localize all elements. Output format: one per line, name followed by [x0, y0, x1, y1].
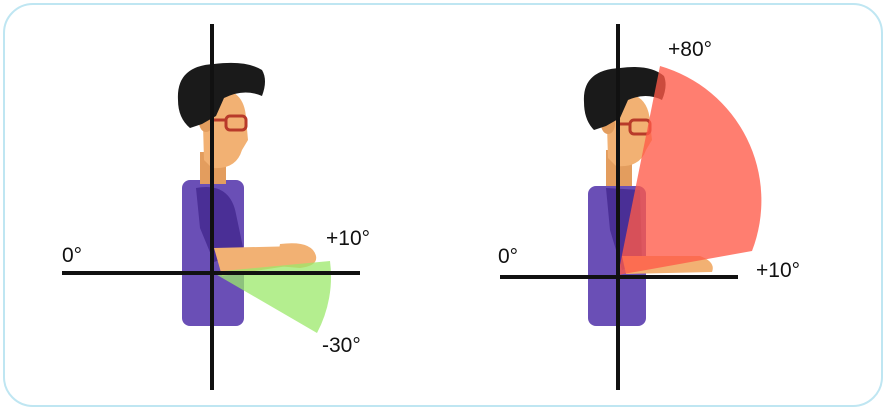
left-panel: 0° +10° -30° [62, 24, 370, 390]
right-lower-limit-label: +10° [756, 259, 800, 282]
right-panel: 0° +80° +10° [498, 24, 800, 390]
left-hand [276, 243, 317, 268]
right-zero-label: 0° [498, 245, 518, 268]
right-range-zone [618, 66, 762, 275]
left-glasses [224, 114, 248, 132]
left-lower-limit-label: -30° [322, 334, 361, 357]
left-upper-limit-label: +10° [326, 227, 370, 250]
left-upper-arm [196, 187, 244, 262]
right-hair [583, 67, 666, 130]
left-zero-label: 0° [62, 244, 82, 267]
left-hair [177, 62, 265, 128]
left-range-zone [212, 261, 332, 333]
right-upper-limit-label: +80° [668, 38, 712, 61]
